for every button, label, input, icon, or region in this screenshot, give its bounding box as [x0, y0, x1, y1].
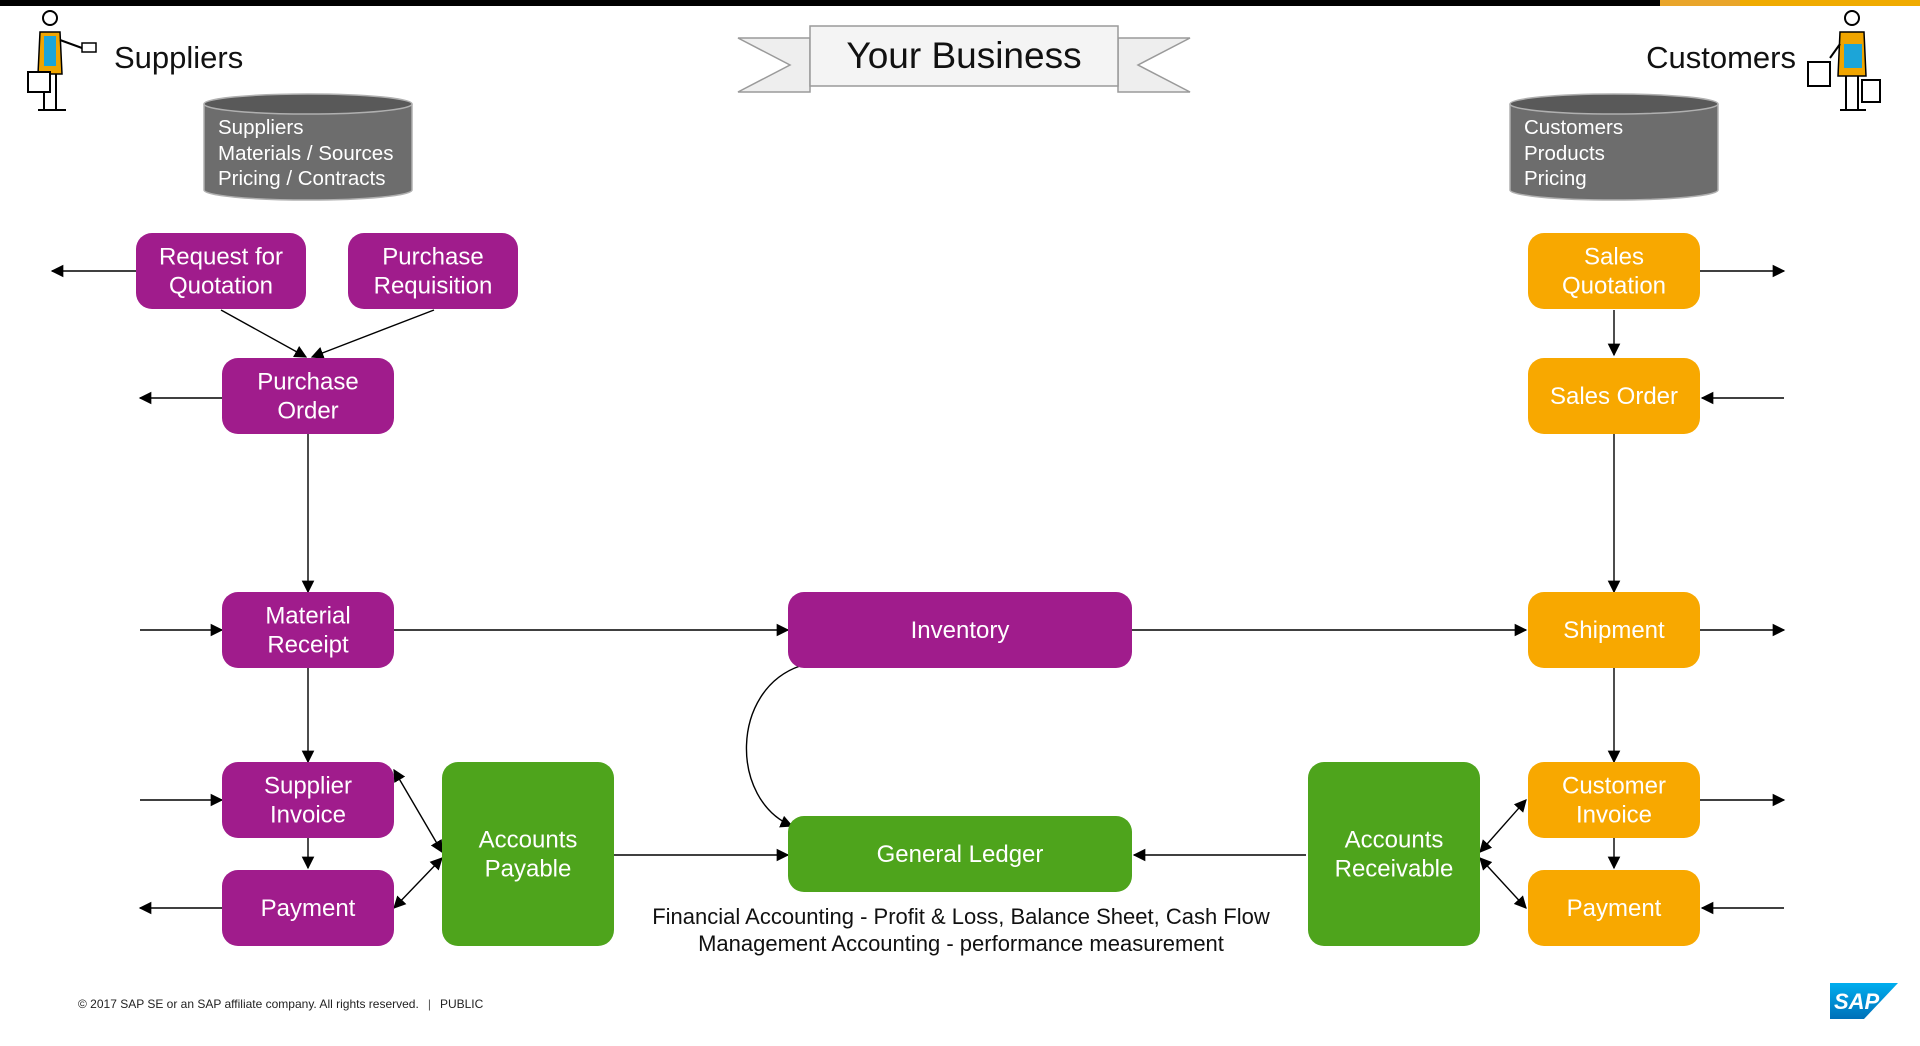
- arrow-pay-ap: [393, 857, 443, 909]
- note-management-accounting: Management Accounting - performance meas…: [698, 931, 1224, 956]
- customers-header: Customers: [1646, 40, 1796, 75]
- node-shipment-box: [1528, 592, 1700, 668]
- node-general-ledger-label: General Ledger: [877, 841, 1044, 868]
- node-shipment-label: Shipment: [1563, 617, 1665, 644]
- top-rule-accent-gold: [1740, 0, 1920, 6]
- node-payment-out-box: [222, 870, 394, 946]
- suppliers-db-line: Materials / Sources: [218, 142, 393, 165]
- top-rule-accent: [1660, 0, 1740, 6]
- node-customer-invoice-label: Customer: [1562, 773, 1666, 800]
- node-payment-in-box: [1528, 870, 1700, 946]
- node-accounts-payable-box: [442, 762, 614, 946]
- node-purchase-order-label: Order: [277, 398, 338, 425]
- suppliers-db-line: Suppliers: [218, 116, 303, 139]
- banner-title: Your Business: [846, 35, 1081, 76]
- node-material-receipt-label: Material: [265, 603, 350, 630]
- note-financial-accounting: Financial Accounting - Profit & Loss, Ba…: [652, 904, 1270, 929]
- node-accounts-payable-label: Accounts: [479, 827, 578, 854]
- node-accounts-receivable-label: Accounts: [1345, 827, 1444, 854]
- node-purchase-requisition-box: [348, 233, 518, 309]
- node-payment-in: Payment: [1528, 870, 1700, 946]
- customers-db-line: Pricing: [1524, 167, 1587, 190]
- customers-database: Customers Products Pricing: [1509, 93, 1719, 201]
- arrow-ci-ar: [1479, 799, 1527, 853]
- top-rule: [0, 0, 1920, 6]
- node-sales-order-label: Sales Order: [1550, 383, 1678, 410]
- node-sales-quotation-label: Sales: [1584, 244, 1644, 271]
- node-inventory: Inventory: [788, 592, 1132, 668]
- customer-person-icon: [1807, 10, 1881, 111]
- sap-logo-text: SAP: [1834, 989, 1880, 1014]
- footer-separator: |: [427, 997, 431, 1011]
- node-supplier-invoice-box: [222, 762, 394, 838]
- node-shipment: Shipment: [1528, 592, 1700, 668]
- node-sales-order-box: [1528, 358, 1700, 434]
- footer-classification: PUBLIC: [439, 997, 484, 1011]
- node-purchase-order-box: [222, 358, 394, 434]
- node-inventory-label: Inventory: [911, 617, 1010, 644]
- connectors: [50, 264, 1786, 915]
- banner: Your Business: [737, 25, 1191, 93]
- banner-ribbon-left: [737, 37, 811, 93]
- node-payment-in-label: Payment: [1567, 895, 1662, 922]
- node-supplier-invoice-label: Supplier: [264, 773, 352, 800]
- footer-copyright: © 2017 SAP SE or an SAP affiliate compan…: [78, 997, 419, 1011]
- node-inventory-box: [788, 592, 1132, 668]
- node-material-receipt-box: [222, 592, 394, 668]
- node-customer-invoice-box: [1528, 762, 1700, 838]
- node-accounts-receivable-label: Receivable: [1335, 856, 1454, 883]
- node-purchase-requisition-label: Requisition: [374, 273, 493, 300]
- node-sales-quotation-label: Quotation: [1562, 273, 1666, 300]
- customers-db-line: Products: [1524, 142, 1605, 165]
- node-customer-invoice-label: Invoice: [1576, 802, 1652, 829]
- arrow-pay-ar: [1479, 857, 1527, 909]
- node-sales-order: Sales Order: [1528, 358, 1700, 434]
- node-rfq-label: Request for: [159, 244, 283, 271]
- banner-ribbon-right: [1117, 37, 1191, 93]
- suppliers-db-line: Pricing / Contracts: [218, 167, 385, 190]
- node-material-receipt-label: Receipt: [267, 632, 349, 659]
- node-purchase-requisition-label: Purchase: [382, 244, 483, 271]
- process-nodes: Request forQuotationPurchaseRequisitionP…: [136, 233, 1700, 946]
- node-accounts-receivable-box: [1308, 762, 1480, 946]
- arrow-inv-gl: [745, 665, 801, 828]
- node-supplier-invoice-label: Invoice: [270, 802, 346, 829]
- sap-logo: SAP: [1830, 983, 1898, 1019]
- arrow-rfq-po: [220, 309, 308, 358]
- node-general-ledger: General Ledger: [788, 816, 1132, 892]
- banner-box: [809, 25, 1119, 87]
- customers-db-line: Customers: [1524, 116, 1623, 139]
- node-payment-out-label: Payment: [261, 895, 356, 922]
- node-rfq-label: Quotation: [169, 273, 273, 300]
- arrow-si-ap: [393, 768, 443, 854]
- node-accounts-payable-label: Payable: [485, 856, 572, 883]
- node-sales-quotation-box: [1528, 233, 1700, 309]
- node-general-ledger-box: [788, 816, 1132, 892]
- suppliers-database: Suppliers Materials / Sources Pricing / …: [203, 93, 413, 201]
- node-payment-out: Payment: [222, 870, 394, 946]
- suppliers-header: Suppliers: [114, 40, 243, 75]
- arrow-pr-po: [310, 309, 435, 359]
- footer: © 2017 SAP SE or an SAP affiliate compan…: [78, 997, 483, 1011]
- node-rfq-box: [136, 233, 306, 309]
- supplier-person-icon: [27, 10, 97, 111]
- node-purchase-order-label: Purchase: [257, 369, 358, 396]
